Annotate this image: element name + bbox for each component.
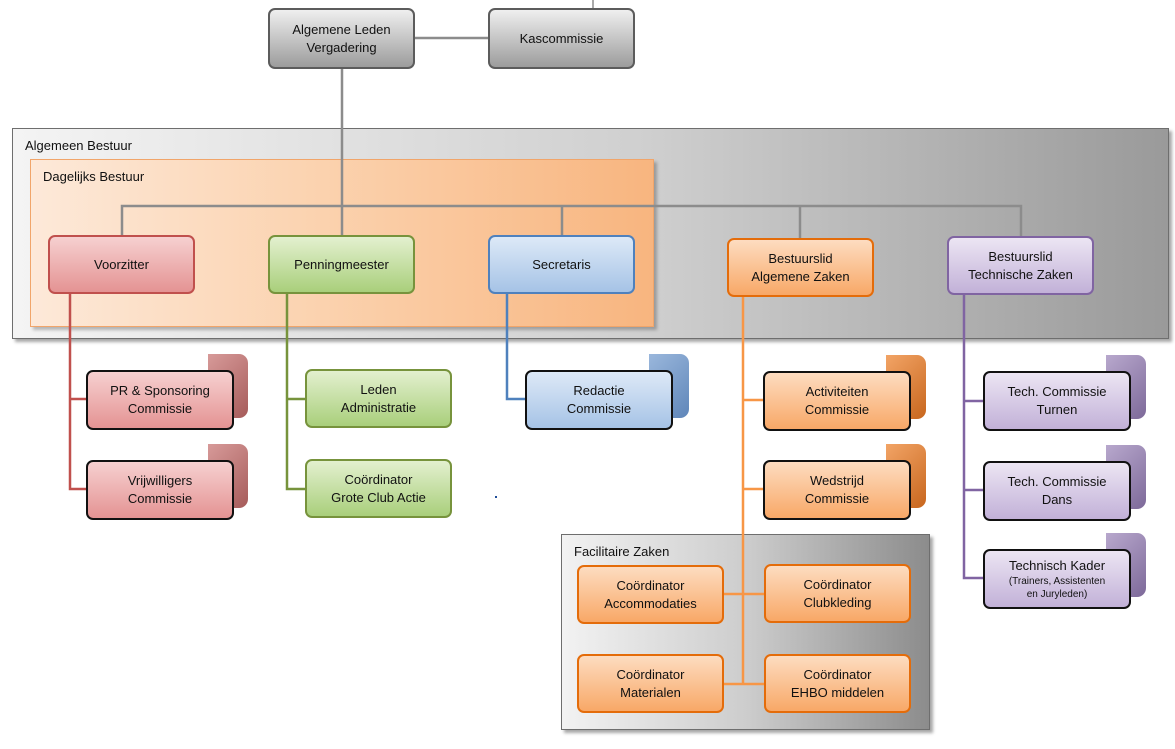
- secretaris-box: Secretaris: [488, 235, 635, 294]
- box-face: PR & Sponsoring Commissie: [86, 370, 234, 430]
- bestuurslid-algemene-zaken-box: Bestuurslid Algemene Zaken: [727, 238, 874, 297]
- materialen-line-2: Materialen: [620, 684, 681, 700]
- dans-line-2: Dans: [1041, 492, 1073, 507]
- kascommissie-label: Kascommissie: [519, 30, 604, 46]
- tech-commissie-dans-box: Tech. Commissie Dans: [983, 445, 1146, 521]
- kascommissie-box: Kascommissie: [488, 8, 635, 69]
- coordinator-materialen-box: Coördinator Materialen: [577, 654, 724, 713]
- redactie-line-2: Commissie: [566, 401, 632, 416]
- activiteiten-line-1: Activiteiten: [805, 384, 869, 399]
- dagelijks-bestuur-title: Dagelijks Bestuur: [43, 169, 145, 184]
- clubkleding-line-1: Coördinator: [803, 576, 872, 592]
- facilitaire-zaken-title: Facilitaire Zaken: [574, 544, 670, 559]
- activiteiten-line-2: Commissie: [804, 402, 870, 417]
- coordinator-clubkleding-box: Coördinator Clubkleding: [764, 564, 911, 623]
- penningmeester-label: Penningmeester: [294, 256, 389, 272]
- accommodaties-line-2: Accommodaties: [604, 595, 697, 611]
- box-face: Activiteiten Commissie: [763, 371, 911, 431]
- bestuurslid-technische-zaken-box: Bestuurslid Technische Zaken: [947, 236, 1094, 295]
- pr-sponsoring-line-2: Commissie: [127, 401, 193, 416]
- redactie-commissie-box: Redactie Commissie: [525, 354, 689, 430]
- box-face: Technisch Kader (Trainers, Assistenten e…: [983, 549, 1131, 609]
- voorzitter-label: Voorzitter: [94, 256, 149, 272]
- coordinator-accommodaties-box: Coördinator Accommodaties: [577, 565, 724, 624]
- vrijwilligers-line-1: Vrijwilligers: [127, 473, 193, 488]
- ehbo-line-1: Coördinator: [803, 666, 872, 682]
- alv-line-2: Vergadering: [306, 39, 377, 55]
- algemene-zaken-line-1: Bestuurslid: [768, 250, 833, 266]
- grote-club-actie-line-1: Coördinator: [344, 471, 413, 487]
- activiteiten-commissie-box: Activiteiten Commissie: [763, 355, 926, 431]
- secretaris-label: Secretaris: [532, 256, 591, 272]
- alv-line-1: Algemene Leden: [292, 21, 391, 37]
- technisch-kader-label: Technisch Kader: [1008, 558, 1106, 573]
- ehbo-line-2: EHBO middelen: [790, 684, 885, 700]
- vrijwilligers-commissie-box: Vrijwilligers Commissie: [86, 444, 248, 520]
- box-face: Redactie Commissie: [525, 370, 673, 430]
- vrijwilligers-line-2: Commissie: [127, 491, 193, 506]
- technisch-kader-box: Technisch Kader (Trainers, Assistenten e…: [983, 533, 1146, 609]
- box-face: Wedstrijd Commissie: [763, 460, 911, 520]
- clubkleding-line-2: Clubkleding: [803, 594, 872, 610]
- wedstrijd-line-1: Wedstrijd: [810, 473, 864, 488]
- pr-sponsoring-line-1: PR & Sponsoring: [110, 383, 210, 398]
- wedstrijd-commissie-box: Wedstrijd Commissie: [763, 444, 926, 520]
- algemene-zaken-line-2: Algemene Zaken: [751, 268, 850, 284]
- materialen-line-1: Coördinator: [616, 666, 685, 682]
- redactie-line-1: Redactie: [573, 383, 625, 398]
- algemeen-bestuur-title: Algemeen Bestuur: [25, 138, 132, 153]
- technische-zaken-line-1: Bestuurslid: [988, 248, 1053, 264]
- technisch-kader-note-line-1: (Trainers, Assistenten: [1008, 576, 1106, 587]
- grote-club-actie-box: Coördinator Grote Club Actie: [305, 459, 452, 518]
- voorzitter-box: Voorzitter: [48, 235, 195, 294]
- leden-administratie-box: Leden Administratie: [305, 369, 452, 428]
- turnen-line-1: Tech. Commissie: [1007, 384, 1107, 399]
- technisch-kader-note-line-2: en Juryleden): [1026, 589, 1088, 600]
- leden-administratie-line-1: Leden: [360, 381, 397, 397]
- box-face: Tech. Commissie Dans: [983, 461, 1131, 521]
- technische-zaken-line-2: Technische Zaken: [968, 266, 1073, 282]
- wedstrijd-line-2: Commissie: [804, 491, 870, 506]
- stray-dot: [495, 496, 497, 498]
- box-face: Tech. Commissie Turnen: [983, 371, 1131, 431]
- accommodaties-line-1: Coördinator: [616, 577, 685, 593]
- turnen-line-2: Turnen: [1036, 402, 1078, 417]
- algemene-ledenvergadering-box: Algemene Leden Vergadering: [268, 8, 415, 69]
- grote-club-actie-line-2: Grote Club Actie: [331, 489, 426, 505]
- leden-administratie-line-2: Administratie: [340, 399, 417, 415]
- tech-commissie-turnen-box: Tech. Commissie Turnen: [983, 355, 1146, 431]
- box-face: Vrijwilligers Commissie: [86, 460, 234, 520]
- penningmeester-box: Penningmeester: [268, 235, 415, 294]
- pr-sponsoring-commissie-box: PR & Sponsoring Commissie: [86, 354, 248, 430]
- coordinator-ehbo-middelen-box: Coördinator EHBO middelen: [764, 654, 911, 713]
- dans-line-1: Tech. Commissie: [1007, 474, 1107, 489]
